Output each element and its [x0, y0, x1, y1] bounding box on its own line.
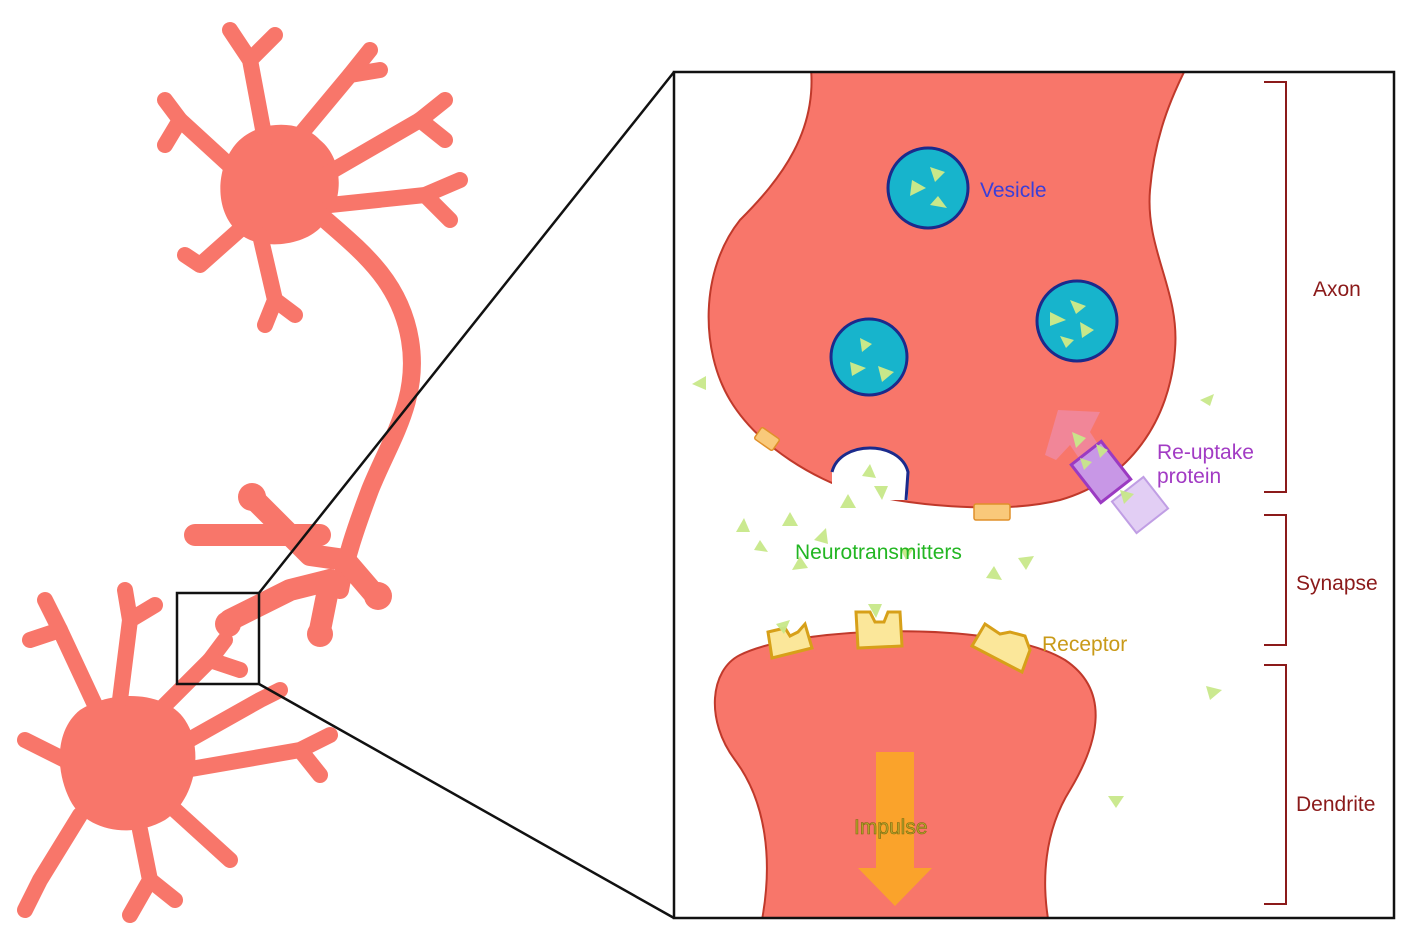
neurotransmitters [692, 376, 1222, 808]
zoom-panel: Vesicle Re-uptake protein Neurotransmitt… [674, 72, 1394, 918]
axon-bracket [1264, 81, 1287, 493]
neurotransmitters-label: Neurotransmitters [795, 541, 962, 564]
vesicle [829, 317, 909, 397]
impulse-label: Impulse [854, 816, 928, 839]
upper-neuron-axon [311, 206, 421, 599]
zoom-region-box [175, 591, 261, 686]
zoom-guide-top [258, 71, 675, 594]
dendrite-bracket [1264, 664, 1287, 905]
receptor-label: Receptor [1042, 633, 1127, 656]
reuptake-label-line2: protein [1157, 465, 1221, 488]
brackets [1264, 81, 1287, 905]
upper-neuron-dendrites [157, 22, 468, 333]
receptors [766, 610, 1032, 675]
impulse-arrow [858, 752, 932, 906]
membrane-channel [973, 503, 1011, 521]
membrane-channel [754, 426, 780, 452]
axon-terminals [184, 489, 386, 641]
vesicles [829, 146, 1119, 397]
vesicle-label: Vesicle [980, 179, 1047, 202]
axon-terminal [707, 72, 1186, 509]
zoom-panel-frame [672, 70, 1396, 920]
zoom-guide-bottom [258, 682, 675, 920]
axon-label: Axon [1313, 278, 1361, 301]
receptor [854, 610, 904, 650]
vesicle [886, 146, 970, 230]
receptor [969, 621, 1032, 675]
upper-neuron-soma [220, 124, 339, 245]
neuron-overview [17, 22, 468, 923]
vesicle [1035, 279, 1119, 363]
reuptake-label-line1: Re-uptake [1157, 441, 1254, 464]
synapse-label: Synapse [1296, 572, 1378, 595]
synapse-bracket [1264, 514, 1287, 646]
reuptake-protein [1045, 410, 1170, 535]
dendrite-label: Dendrite [1296, 793, 1375, 816]
lower-neuron-soma [59, 696, 196, 831]
